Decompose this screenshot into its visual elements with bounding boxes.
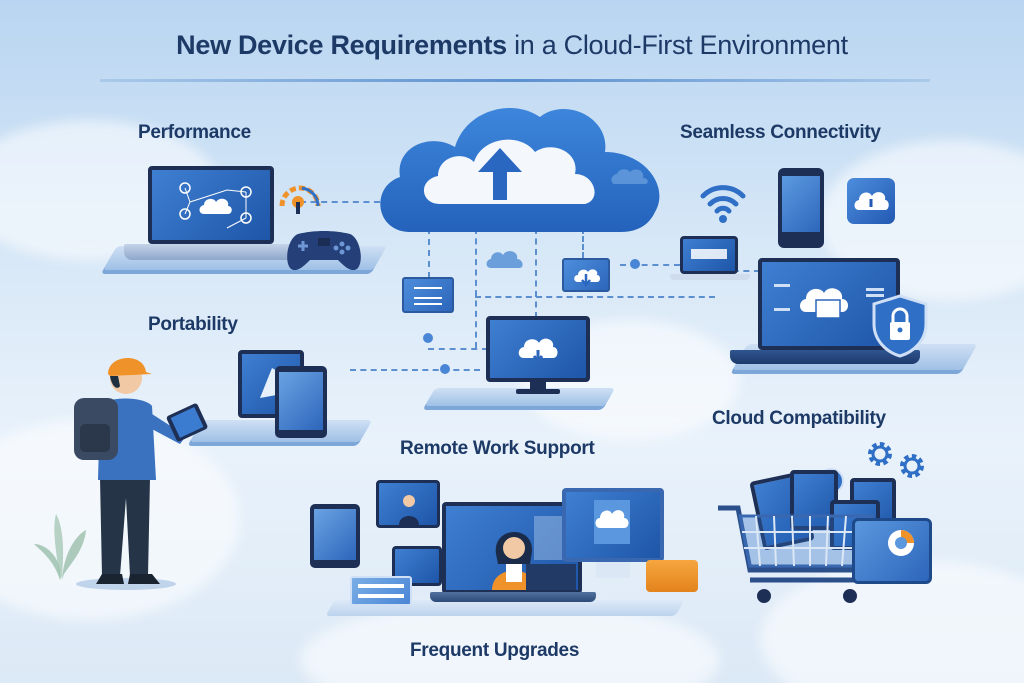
title-bold: New Device Requirements [176,30,507,60]
document-window-icon [402,277,454,313]
title-regular: in a Cloud-First Environment [506,30,848,60]
laptop-person-icon [442,502,582,594]
monitor-stand [596,562,630,578]
connector-line [475,228,477,348]
wifi-icon [700,185,746,223]
connector-line [428,348,488,350]
connector-line [582,228,584,258]
laptop-keyboard [124,244,300,260]
tablet-icon [275,366,327,438]
connector-line [475,296,715,298]
cloud-upload-icon [380,108,660,232]
monitor-icon [486,316,590,382]
smartphone-icon [778,168,824,248]
monitor-base [516,389,560,394]
connector-line [428,228,430,278]
video-call-icon [376,480,440,528]
page-title: New Device Requirements in a Cloud-First… [0,30,1024,61]
connector-line [535,228,537,318]
small-cloud-icon [486,251,523,268]
chart-device-icon [852,518,932,584]
connector-line [620,264,680,266]
plant-icon [34,514,86,580]
laptop-keyboard [730,350,920,364]
title-divider [100,79,930,82]
monitor-icon [562,488,664,562]
label-performance: Performance [138,122,251,143]
person-with-tablet-icon [74,357,208,590]
wallet-icon [646,560,698,592]
connector-dot [423,333,433,343]
connector-line [350,369,480,371]
label-cloud-compatibility: Cloud Compatibility [712,408,886,429]
small-laptop-icon [680,236,738,274]
connector-line [300,201,380,203]
cloud-download-window-icon [562,258,610,292]
label-remote-work-support: Remote Work Support [400,438,595,459]
small-laptop-base [670,274,750,280]
connector-dot [630,259,640,269]
monitor-icon [392,546,442,586]
gear-icon [868,442,892,466]
label-frequent-upgrades: Frequent Upgrades [410,640,580,661]
connector-dot [440,364,450,374]
speedometer-icon [279,185,321,214]
shield-lock-icon [872,294,928,358]
laptop-keyboard [430,592,596,602]
laptop-icon [148,166,274,244]
label-seamless-connectivity: Seamless Connectivity [680,122,881,143]
cloud-download-icon [847,178,895,224]
monitor-stand [530,382,546,390]
label-portability: Portability [148,314,238,335]
tablet-icon [310,504,360,568]
gamepad-icon [287,231,361,271]
gear-icon [900,454,924,478]
form-window-icon [350,576,412,606]
